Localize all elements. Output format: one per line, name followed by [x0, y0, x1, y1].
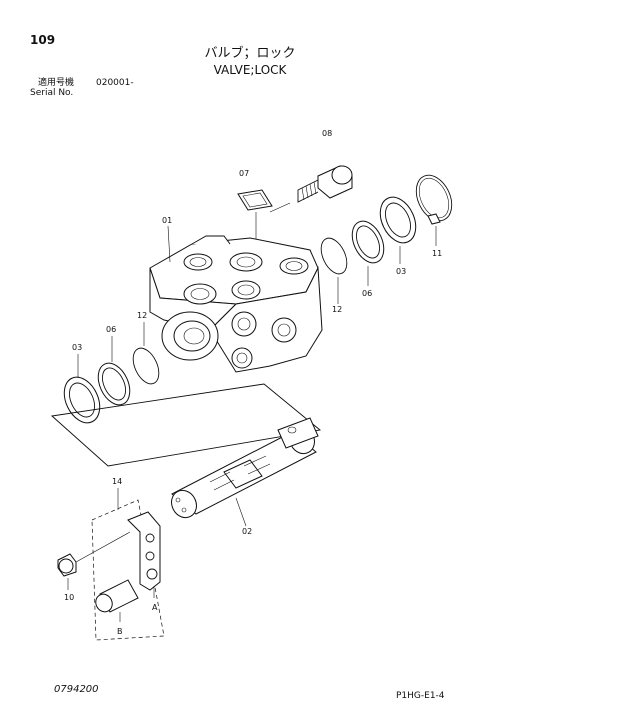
callout-06-right: 06 [362, 289, 372, 298]
callout-14: 14 [112, 477, 122, 486]
part-06-ring-right [351, 220, 385, 286]
part-12-oring-left [132, 322, 160, 385]
callout-02: 02 [242, 527, 252, 536]
part-b-pin [95, 579, 139, 622]
callout-12-left: 12 [137, 311, 147, 320]
part-07-plate [237, 189, 273, 248]
part-14-lock-assembly [91, 488, 165, 641]
serial-value: 020001- [96, 78, 134, 88]
serial-label-japanese: 適用号機 [38, 78, 75, 88]
title-english: VALVE;LOCK [213, 63, 287, 77]
callout-ref-b: B [117, 627, 123, 636]
callout-03-right: 03 [396, 267, 406, 276]
title-japanese: バルブ；ロック [204, 46, 296, 61]
part-03-washer-left [63, 354, 101, 424]
part-12-oring-right [320, 237, 348, 304]
part-11-snap-ring [415, 174, 453, 246]
callout-03-left: 03 [72, 343, 82, 352]
callout-ref-a: A [152, 603, 158, 612]
part-06-ring-left [97, 336, 131, 406]
part-08-bolt [269, 165, 353, 213]
page-number: 109 [30, 33, 56, 47]
callout-11: 11 [432, 249, 442, 258]
callout-07: 07 [239, 169, 249, 178]
callout-08: 08 [322, 129, 332, 138]
callout-01: 01 [162, 216, 172, 225]
callout-12-right: 12 [332, 305, 342, 314]
callout-06-left: 06 [106, 325, 116, 334]
part-10-bolt [57, 531, 131, 590]
serial-label-english: Serial No. [30, 88, 74, 98]
drawing-number: 0794200 [54, 684, 99, 695]
part-02-spool [50, 383, 322, 527]
callout-10: 10 [64, 593, 74, 602]
part-01-valve-body [149, 225, 323, 373]
sheet-code: P1HG-E1-4 [396, 691, 445, 701]
part-03-washer-right [379, 196, 417, 264]
